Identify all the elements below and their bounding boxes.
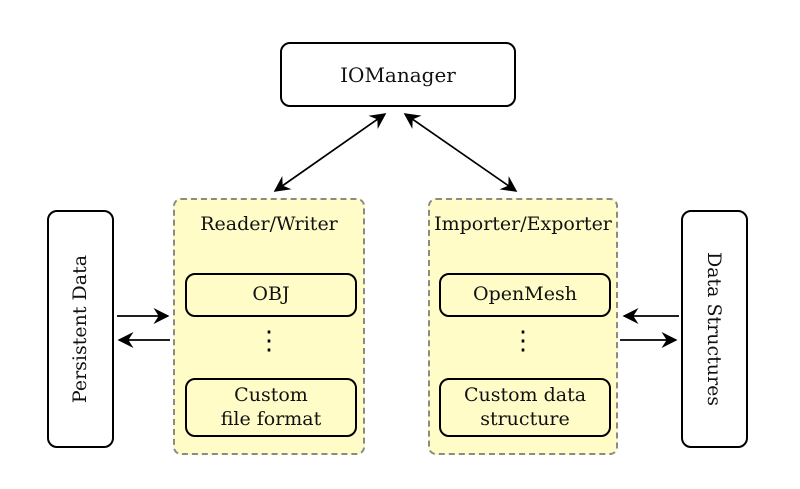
obj-node: OBJ — [185, 273, 357, 317]
obj-label: OBJ — [252, 283, 290, 306]
importer-exporter-ellipsis: ⋮ — [510, 326, 536, 356]
importer-exporter-title: Importer/Exporter — [434, 213, 612, 235]
custom-file-format-label: Custom file format — [220, 383, 322, 430]
iomanager-node: IOManager — [280, 42, 516, 107]
openmesh-node: OpenMesh — [439, 273, 611, 317]
reader-writer-title: Reader/Writer — [200, 213, 338, 235]
custom-data-structure-label: Custom data structure — [463, 383, 587, 430]
iomanager-label: IOManager — [340, 62, 456, 87]
persistent-data-node: Persistent Data — [47, 210, 114, 448]
arrow-iomanager-readerwriter — [273, 113, 387, 192]
reader-writer-panel: Reader/Writer OBJ ⋮ Custom file format — [173, 198, 365, 455]
data-structures-label: Data Structures — [703, 251, 726, 407]
reader-writer-ellipsis: ⋮ — [256, 326, 282, 356]
persistent-data-label: Persistent Data — [69, 254, 92, 404]
arrow-iomanager-importerexporter — [403, 113, 518, 192]
data-structures-node: Data Structures — [681, 210, 748, 448]
custom-file-format-node: Custom file format — [185, 378, 357, 437]
custom-data-structure-node: Custom data structure — [439, 378, 611, 437]
importer-exporter-panel: Importer/Exporter OpenMesh ⋮ Custom data… — [428, 198, 618, 455]
openmesh-label: OpenMesh — [473, 283, 577, 306]
